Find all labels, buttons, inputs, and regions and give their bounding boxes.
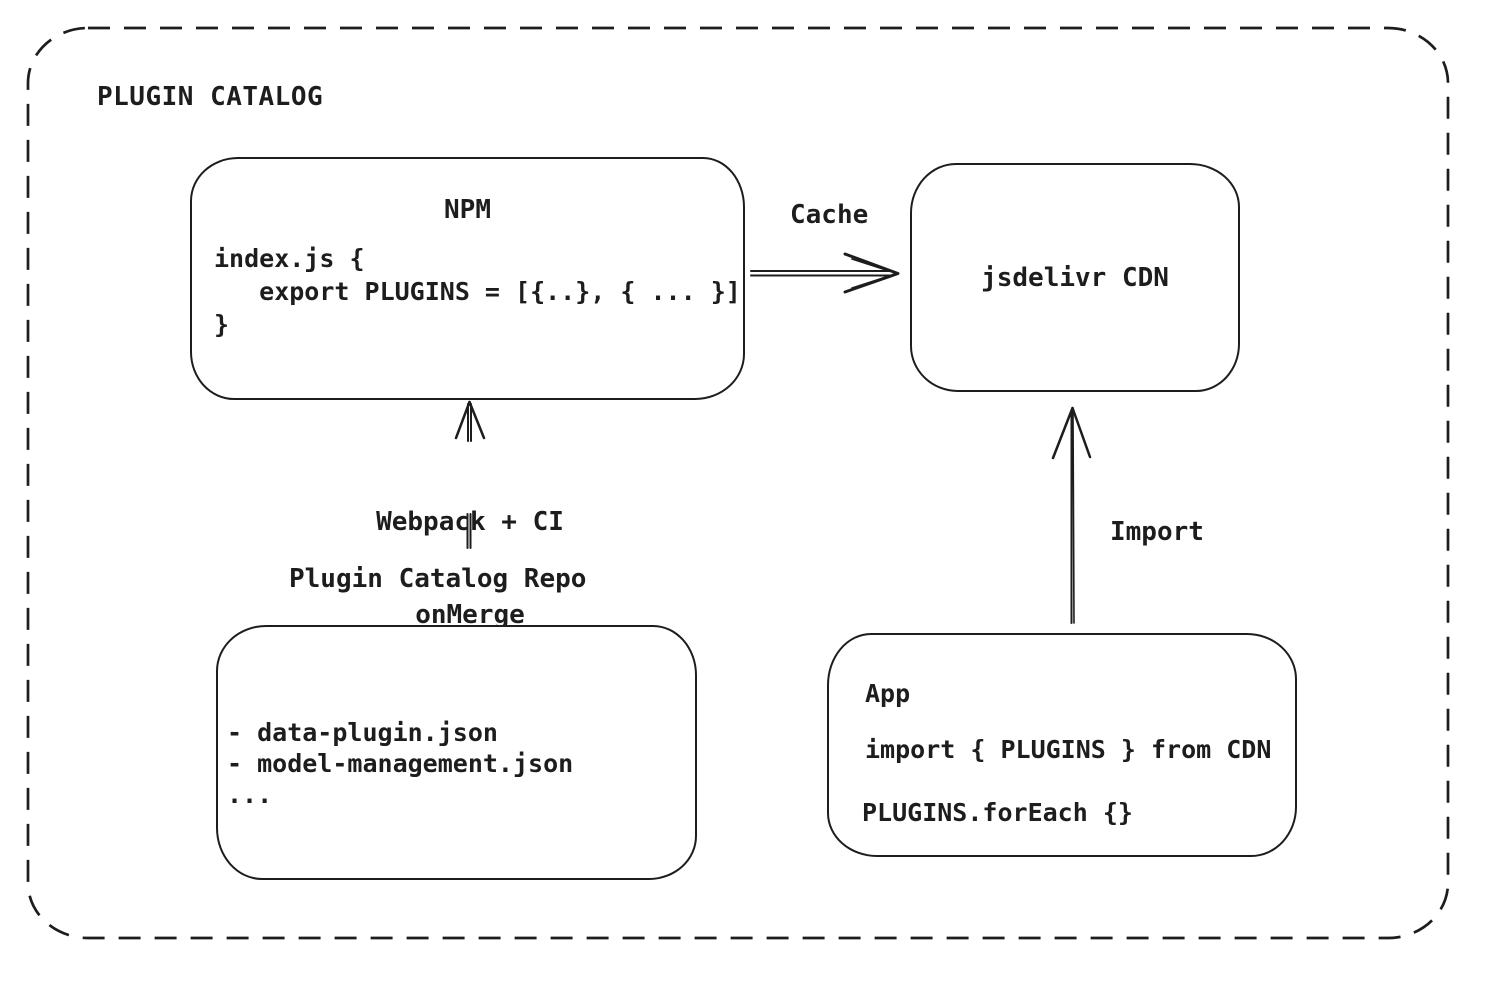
- repo-file-item: - data-plugin.json: [227, 718, 498, 747]
- npm-code-line: index.js {: [214, 244, 365, 273]
- repo-file-item: - model-management.json: [227, 749, 574, 778]
- repo-file-list: - data-plugin.json - model-management.js…: [227, 717, 573, 810]
- cache-edge-label: Cache: [790, 200, 869, 230]
- node-plugin-catalog-repo: - data-plugin.json - model-management.js…: [216, 625, 697, 880]
- diagram-title: PLUGIN CATALOG: [97, 82, 324, 112]
- npm-code-line: export PLUGINS = [{..}, { ... }]: [214, 277, 741, 306]
- import-arrow: [1051, 406, 1092, 624]
- build-edge-label-line: Webpack + CI: [376, 507, 564, 537]
- app-title: App: [865, 679, 911, 708]
- npm-code-line: }: [214, 310, 230, 339]
- repo-node-label: Plugin Catalog Repo: [289, 564, 587, 594]
- cdn-label: jsdelivr CDN: [981, 262, 1169, 293]
- app-code-line: import { PLUGINS } from CDN: [865, 735, 1272, 764]
- import-edge-label: Import: [1110, 517, 1204, 547]
- cache-arrow: [750, 252, 900, 294]
- npm-title: NPM: [444, 195, 491, 225]
- node-npm: NPM index.js { export PLUGINS = [{..}, {…: [190, 157, 745, 400]
- npm-code: index.js { export PLUGINS = [{..}, { ...…: [214, 242, 741, 341]
- repo-file-item: ...: [227, 780, 273, 809]
- app-code-line: PLUGINS.forEach {}: [862, 798, 1133, 827]
- node-jsdelivr-cdn: jsdelivr CDN: [910, 163, 1240, 392]
- node-app: App import { PLUGINS } from CDN PLUGINS.…: [827, 633, 1297, 857]
